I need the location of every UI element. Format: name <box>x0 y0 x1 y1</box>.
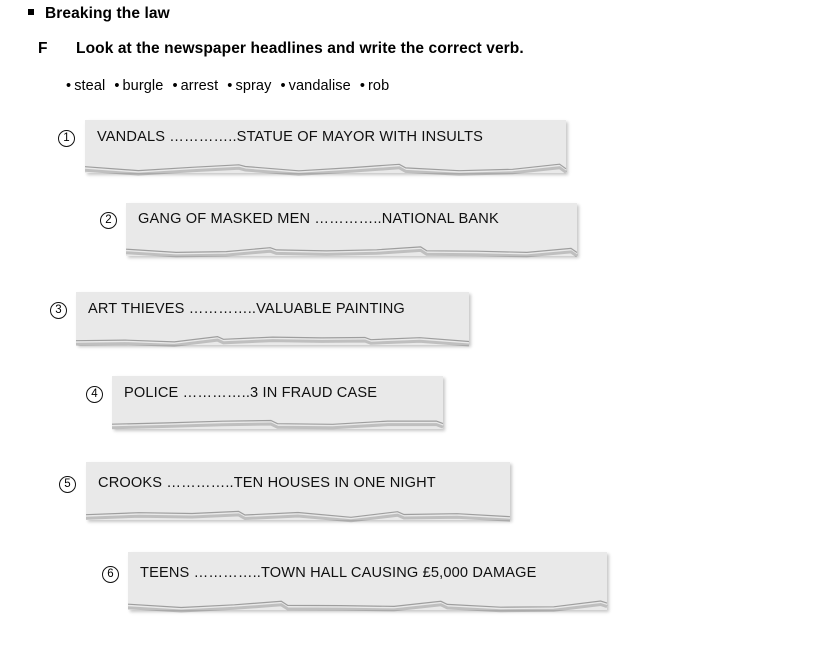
word-bank-label: spray <box>235 78 272 94</box>
word-bank-item: •arrest <box>172 78 218 94</box>
bullet-icon: • <box>280 78 286 94</box>
headline-text: GANG OF MASKED MEN …………..NATIONAL BANK <box>138 211 499 227</box>
headline-text: ART THIEVES …………..VALUABLE PAINTING <box>88 301 405 317</box>
headline-text: VANDALS …………..STATUE OF MAYOR WITH INSUL… <box>97 129 484 145</box>
headline-text: POLICE …………..3 IN FRAUD CASE <box>124 385 378 401</box>
word-bank-label: rob <box>368 78 390 94</box>
word-bank-label: vandalise <box>288 78 351 94</box>
word-bank: •steal•burgle•arrest•spray•vandalise•rob <box>66 78 389 94</box>
bullet-icon: • <box>172 78 178 94</box>
exercise-instruction-row: F Look at the newspaper headlines and wr… <box>38 40 524 58</box>
word-bank-item: •steal <box>66 78 105 94</box>
bullet-icon: • <box>66 78 72 94</box>
headline-number-6: 6 <box>102 566 119 583</box>
section-title-text: Breaking the law <box>45 5 170 22</box>
word-bank-item: •rob <box>360 78 389 94</box>
headline-number-4: 4 <box>86 386 103 403</box>
word-bank-item: •burgle <box>114 78 163 94</box>
headline-paper <box>128 552 607 610</box>
section-heading: Breaking the law <box>28 5 170 23</box>
headline-text: TEENS …………..TOWN HALL CAUSING £5,000 DAM… <box>140 565 537 581</box>
exercise-letter: F <box>38 40 48 57</box>
headline-number-1: 1 <box>58 130 75 147</box>
headline-number-2: 2 <box>100 212 117 229</box>
exercise-instruction-text: Look at the newspaper headlines and writ… <box>76 40 524 57</box>
headline-text: CROOKS …………..TEN HOUSES IN ONE NIGHT <box>98 475 436 491</box>
headline-paper <box>112 376 443 429</box>
headline-number-5: 5 <box>59 476 76 493</box>
word-bank-label: burgle <box>122 78 164 94</box>
word-bank-item: •vandalise <box>280 78 350 94</box>
square-bullet-icon <box>28 9 34 15</box>
headline-number-3: 3 <box>50 302 67 319</box>
word-bank-label: arrest <box>180 78 219 94</box>
word-bank-item: •spray <box>227 78 271 94</box>
word-bank-label: steal <box>74 78 106 94</box>
headline-paper <box>76 292 469 345</box>
bullet-icon: • <box>114 78 120 94</box>
bullet-icon: • <box>227 78 233 94</box>
headline-paper <box>85 120 566 173</box>
bullet-icon: • <box>359 78 365 94</box>
headline-paper <box>86 462 510 520</box>
